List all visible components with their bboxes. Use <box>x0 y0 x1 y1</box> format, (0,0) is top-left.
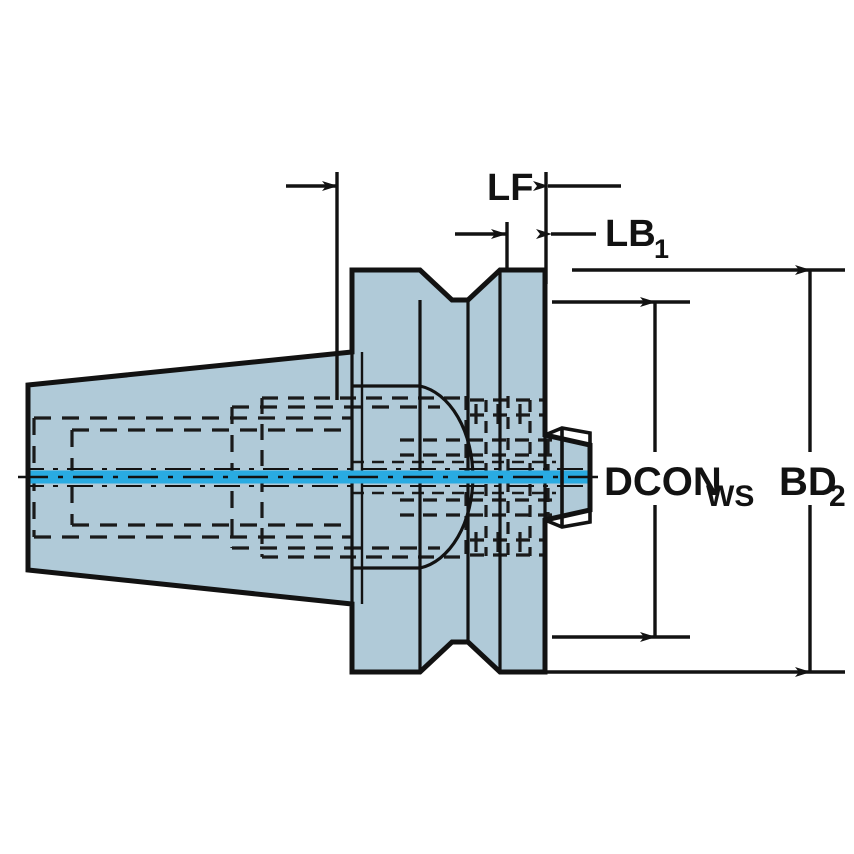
label-lb1-subscript: 1 <box>654 234 669 264</box>
label-dcon: DCON <box>604 460 722 504</box>
dimension-lb1 <box>455 222 596 272</box>
centerline <box>18 468 600 487</box>
dimension-dcon-ws <box>552 297 690 642</box>
dimension-bd2 <box>546 265 845 677</box>
label-bd: BD <box>779 460 837 504</box>
label-bd-subscript: 2 <box>829 480 846 513</box>
dimension-lf <box>286 172 621 400</box>
label-dcon-subscript: WS <box>706 480 754 513</box>
dimension-labels: LF LB 1 DCON WS BD 2 <box>487 167 846 513</box>
stub-detail <box>544 426 592 529</box>
label-lf: LF <box>487 167 533 209</box>
label-lb1: LB <box>605 213 656 255</box>
